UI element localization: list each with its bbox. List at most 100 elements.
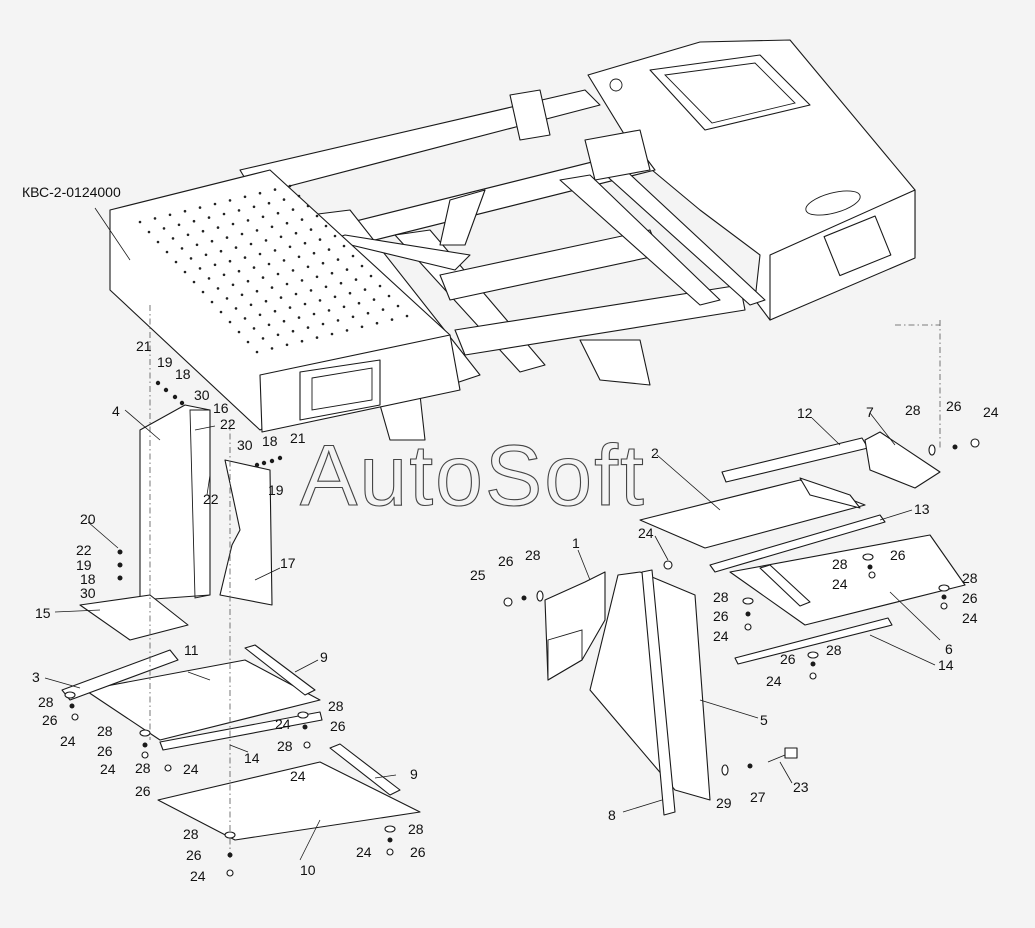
perforation-hole [357,301,361,305]
callout-18: 18 [262,433,278,449]
perforation-hole [342,305,346,309]
perforation-hole [231,283,235,287]
perforation-hole [183,270,187,274]
callout-14-right: 14 [938,657,954,673]
callout-4: 4 [112,403,120,419]
perforation-hole [243,317,247,320]
perforation-hole [207,216,211,219]
perforation-hole [276,272,280,276]
perforation-hole [306,265,310,269]
perforation-hole [405,314,409,318]
perforation-hole [333,295,337,299]
perforation-hole [204,253,208,257]
perforation-hole [228,259,232,263]
perforation-hole [252,266,256,269]
perforation-hole [333,234,337,238]
perforation-hole [249,303,253,307]
callout-7: 7 [866,404,874,420]
perforation-hole [348,291,352,295]
perforation-hole [240,293,244,297]
perforation-hole [138,220,142,224]
perforation-hole [336,319,340,322]
perforation-hole [216,226,220,229]
callout-24: 24 [290,768,306,784]
callout-28: 28 [525,547,541,563]
callout-28: 28 [97,723,113,739]
perforation-hole [291,329,295,333]
perforation-hole [147,230,151,234]
callout-28: 28 [183,826,199,842]
callout-10: 10 [300,862,316,878]
perforation-hole [291,208,295,211]
perforation-hole [276,333,280,337]
perforation-hole [300,339,304,343]
perforation-hole [273,188,277,191]
perforation-hole [315,336,319,339]
perforation-hole [336,258,340,261]
perforation-hole [366,311,370,315]
callout-19: 19 [157,354,173,370]
perforation-hole [180,247,184,250]
perforation-hole [198,267,202,270]
callout-16: 16 [213,400,229,416]
perforation-hole [351,315,355,319]
fasteners [64,380,980,877]
left-panels [61,305,421,860]
callout-28: 28 [408,821,424,837]
perforation-hole [243,256,247,259]
perforation-hole [330,332,334,336]
perforation-hole [255,229,259,232]
perforation-hole [249,242,253,246]
perforation-hole [282,319,286,323]
perforation-hole [258,313,262,317]
callout-30: 30 [80,585,96,601]
callout-26: 26 [713,608,729,624]
perforation-hole [156,240,160,244]
callout-25: 25 [470,567,486,583]
perforation-hole [258,191,262,195]
callout-27: 27 [750,789,766,805]
perforation-hole [351,254,355,258]
callout-14-left: 14 [244,750,260,766]
perforation-hole [327,248,331,251]
perforation-hole [273,309,277,313]
perforation-hole [237,269,241,273]
perforation-hole [324,224,328,228]
callout-18: 18 [80,571,96,587]
perforation-hole [270,347,274,350]
perforation-hole [396,304,400,308]
perforation-hole [378,284,382,288]
perforation-hole [174,260,178,264]
callout-28: 28 [832,556,848,572]
perforation-hole [273,249,277,252]
callout-26: 26 [890,547,906,563]
callout-numbers: КВС-2-0124000 1 2 3 4 5 6 7 8 9 9 10 11 … [22,184,999,884]
perforation-hole [372,298,376,301]
callout-28: 28 [905,402,921,418]
perforation-hole [324,285,328,289]
perforation-hole [303,241,307,245]
perforation-hole [255,350,259,354]
perforation-hole [261,337,265,340]
callout-24: 24 [766,673,782,689]
perforation-hole [198,206,202,209]
perforation-hole [285,343,289,347]
callout-22: 22 [76,542,92,558]
callout-24: 24 [832,576,848,592]
callout-21: 21 [290,430,306,446]
callout-1: 1 [572,535,580,551]
callout-24: 24 [60,733,76,749]
callout-24: 24 [638,525,654,541]
callout-24: 24 [356,844,372,860]
perforation-hole [219,249,223,253]
callout-24: 24 [962,610,978,626]
perforation-hole [213,263,217,267]
perforation-hole [237,330,241,334]
callout-28: 28 [328,698,344,714]
callout-24: 24 [183,761,199,777]
callout-19: 19 [76,557,92,573]
perforation-hole [321,261,325,265]
perforation-hole [270,286,274,289]
right-panels [544,320,966,816]
perforation-hole [345,329,349,332]
